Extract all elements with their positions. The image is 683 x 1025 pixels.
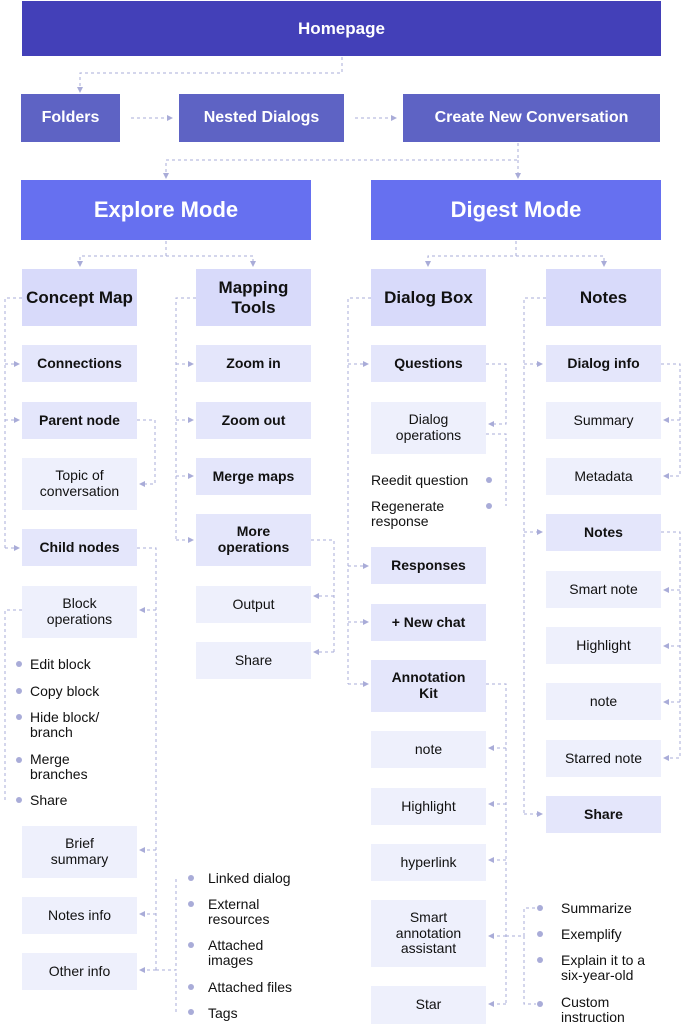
notes-share-node: Share [546,796,661,833]
create-new-conversation-node: Create New Conversation [403,94,660,142]
block-op-edit: Edit block [30,656,91,672]
annotation-star-node: Star [371,986,486,1024]
concept-map-node: Concept Map [22,269,137,326]
other-info-node: Other info [22,953,137,990]
mapping-tools-node: Mapping Tools [196,269,311,326]
more-operations-node: More operations [196,514,311,566]
connections-node: Connections [22,345,137,382]
annotation-highlight-node: Highlight [371,788,486,825]
dialog-box-node: Dialog Box [371,269,486,326]
block-operations-node: Block operations [22,586,137,638]
assistant-custom: Custom instruction [561,994,625,1025]
notes-head-node: Notes [546,269,661,326]
other-info-linked-dialog: Linked dialog [208,870,291,886]
block-op-merge: Merge branches [30,751,88,783]
digest-mode-node: Digest Mode [371,180,661,240]
homepage-node: Homepage [22,1,661,56]
annotation-note-node: note [371,731,486,768]
responses-node: Responses [371,547,486,584]
annotation-kit-node: Annotation Kit [371,660,486,712]
notes-highlight-node: Highlight [546,627,661,664]
child-nodes-node: Child nodes [22,529,137,566]
annotation-hyperlink-node: hyperlink [371,844,486,881]
starred-note-node: Starred note [546,740,661,777]
mapping-share-node: Share [196,642,311,679]
zoom-in-node: Zoom in [196,345,311,382]
folders-node: Folders [21,94,120,142]
dialog-op-regenerate: Regenerate response [371,498,445,530]
metadata-node: Metadata [546,458,661,495]
assistant-exemplify: Exemplify [561,926,622,942]
assistant-explain: Explain it to a six-year-old [561,952,646,984]
merge-maps-node: Merge maps [196,458,311,495]
other-info-tags: Tags [208,1005,238,1021]
other-info-attached-files: Attached files [208,979,293,995]
topic-of-conversation-node: Topic of conversation [22,458,137,510]
notes-info-node: Notes info [22,897,137,934]
nested-dialogs-node: Nested Dialogs [179,94,344,142]
explore-mode-node: Explore Mode [21,180,311,240]
block-op-copy: Copy block [30,683,100,699]
new-chat-node: + New chat [371,604,486,641]
zoom-out-node: Zoom out [196,402,311,439]
notes-note-node: note [546,683,661,720]
block-op-share: Share [30,792,68,808]
dialog-info-node: Dialog info [546,345,661,382]
dialog-operations-node: Dialog operations [371,402,486,454]
dialog-op-reedit: Reedit question [371,472,469,488]
notes-sub-node: Notes [546,514,661,551]
smart-note-node: Smart note [546,571,661,608]
questions-node: Questions [371,345,486,382]
smart-annotation-assistant-node: Smart annotation assistant [371,900,486,967]
brief-summary-node: Brief summary [22,826,137,878]
parent-node-node: Parent node [22,402,137,439]
block-op-hide: Hide block/ branch [30,709,100,741]
other-info-attached-images: Attached images [208,937,264,969]
summary-node: Summary [546,402,661,439]
output-node: Output [196,586,311,623]
assistant-summarize: Summarize [561,900,632,916]
other-info-external-resources: External resources [208,896,270,928]
